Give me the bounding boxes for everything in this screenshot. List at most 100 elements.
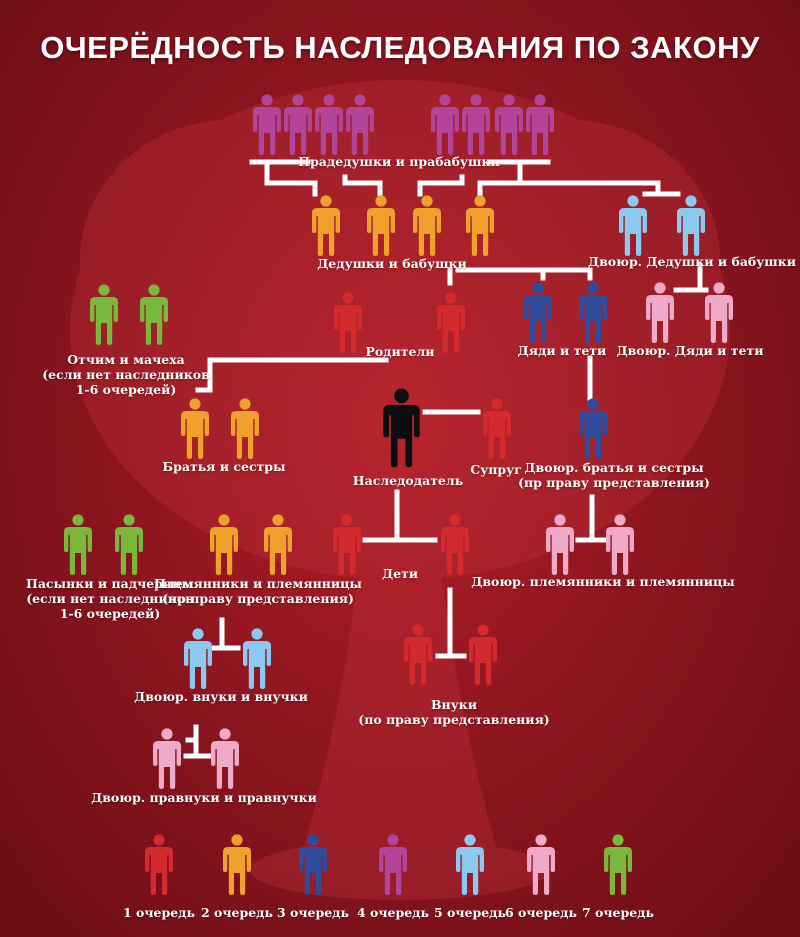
label-text: Дяди и тети [517, 343, 607, 358]
person-icon-gp-1 [311, 195, 341, 257]
legend-label: 4 очередь [357, 905, 429, 920]
legend-label: 1 очередь [123, 905, 195, 920]
legend-person-icon [144, 834, 174, 896]
label-text: Двоюр. правнуки и правнучки [91, 790, 317, 805]
label-line: (если нет наследников [26, 591, 194, 606]
label-uncles-aunts: Дяди и тети [518, 343, 607, 358]
label-grandparents: Дедушки и бабушки [317, 256, 467, 271]
label-testator: Наследодатель [353, 473, 463, 488]
label-line: Племянники и племянницы [154, 576, 362, 591]
label-line: (по праву представления) [358, 712, 550, 727]
label-text: Дедушки и бабушки [317, 256, 467, 271]
person-icon-gp-2 [366, 195, 396, 257]
label-spouse: Супруг [470, 462, 522, 477]
label-cousin-grandchildren: Двоюр. внуки и внучки [134, 689, 308, 704]
connector-children [362, 489, 438, 543]
connector-parents [195, 357, 389, 393]
person-icon-cggc-1 [152, 728, 182, 790]
person-icon-nep-2 [263, 514, 293, 576]
label-text: Супруг [470, 462, 522, 477]
legend-person-icon [603, 834, 633, 896]
person-icon-testator [382, 388, 421, 469]
label-line: (пр праву представления) [162, 591, 354, 606]
label-line: 1-6 очередей) [75, 382, 177, 397]
label-text: Прадедушки и прабабушки [298, 154, 500, 169]
label-cousins: Двоюр. братья и сестры (пр праву предста… [518, 460, 710, 490]
legend-label: 7 очередь [582, 905, 654, 920]
person-icon-gg-7 [494, 94, 524, 156]
person-icon-sib-1 [180, 398, 210, 460]
label-text: Братья и сестры [162, 459, 286, 474]
person-icon-gp-3 [412, 195, 442, 257]
label-line: (если нет наследников [42, 367, 210, 382]
person-icon-nep-1 [209, 514, 239, 576]
legend-person-icon [378, 834, 408, 896]
legend-person-icon [298, 834, 328, 896]
legend-person-icon [455, 834, 485, 896]
person-icon-gg-5 [430, 94, 460, 156]
legend-label: 3 очередь [277, 905, 349, 920]
person-icon-par-2 [436, 292, 466, 354]
label-line: Двоюр. братья и сестры [524, 460, 704, 475]
person-icon-ua-1 [523, 282, 553, 344]
person-icon-gg-4 [345, 94, 375, 156]
person-icon-cous [578, 398, 608, 460]
connector-gg-right [477, 159, 681, 197]
person-icon-sp-2 [139, 284, 169, 346]
label-stepparents: Отчим и мачеха (если нет наследников 1-6… [42, 352, 210, 397]
label-line: (пр праву представления) [518, 475, 710, 490]
person-icon-gc-2 [468, 624, 498, 686]
legend-person-icon [526, 834, 556, 896]
person-icon-sc-2 [114, 514, 144, 576]
label-great-grandparents: Прадедушки и прабабушки [298, 154, 499, 169]
legend-person-icon [222, 834, 252, 896]
label-cousin-uncles-aunts: Двоюр. Дяди и тети [616, 343, 763, 358]
person-icon-cgc-1 [183, 628, 213, 690]
person-icon-spouse [482, 398, 512, 460]
label-nephews: Племянники и племянницы (пр праву предст… [154, 576, 362, 606]
person-icon-cua-1 [645, 282, 675, 344]
connector-gg-right-inner [417, 174, 465, 197]
person-icon-cggc-2 [210, 728, 240, 790]
person-icon-gg-6 [461, 94, 491, 156]
person-icon-cgp-2 [676, 195, 706, 257]
label-text: Дети [381, 566, 419, 581]
person-icon-cgc-2 [242, 628, 272, 690]
person-icon-sib-2 [230, 398, 260, 460]
label-text: Двоюр. Дяди и тети [616, 343, 764, 358]
legend-label: 5 очередь [434, 905, 506, 920]
label-text: Двоюр. внуки и внучки [134, 689, 308, 704]
person-icon-gg-3 [314, 94, 344, 156]
label-text: Наследодатель [352, 473, 464, 488]
label-parents: Родители [365, 344, 434, 359]
label-cousin-nephews: Двоюр. племянники и племянницы [471, 574, 735, 589]
person-icon-ua-2 [578, 282, 608, 344]
page-title: ОЧЕРЁДНОСТЬ НАСЛЕДОВАНИЯ ПО ЗАКОНУ [40, 30, 760, 65]
person-icon-sp-1 [89, 284, 119, 346]
label-line: Пасынки и падчерицы [26, 576, 194, 591]
person-icon-par-1 [333, 292, 363, 354]
label-stepchildren: Пасынки и падчерицы (если нет наследнико… [26, 576, 194, 621]
label-cousin-grandparents: Двоюр. Дедушки и бабушки [588, 254, 796, 269]
person-icon-cua-2 [704, 282, 734, 344]
connector-grandparents [447, 262, 709, 293]
connector-cousin-great-grandchildren [183, 724, 213, 759]
person-icon-gg-1 [252, 94, 282, 156]
legend-label: 6 очередь [505, 905, 577, 920]
label-cousin-great-grandchildren: Двоюр. правнуки и правнучки [91, 790, 317, 805]
label-text: Двоюр. Дедушки и бабушки [587, 254, 797, 269]
person-icon-gg-8 [525, 94, 555, 156]
label-siblings: Братья и сестры [162, 459, 285, 474]
label-text: Двоюр. племянники и племянницы [471, 574, 735, 589]
person-icon-gc-1 [403, 624, 433, 686]
person-icon-cn-2 [605, 514, 635, 576]
connector-cousin-nephews [575, 494, 609, 543]
person-icon-gp-4 [465, 195, 495, 257]
connector-grandchildren [435, 587, 467, 659]
legend-label: 2 очередь [201, 905, 273, 920]
person-icon-ch-2 [440, 514, 470, 576]
label-grandchildren: Внуки (по праву представления) [358, 697, 549, 727]
label-children: Дети [382, 566, 418, 581]
